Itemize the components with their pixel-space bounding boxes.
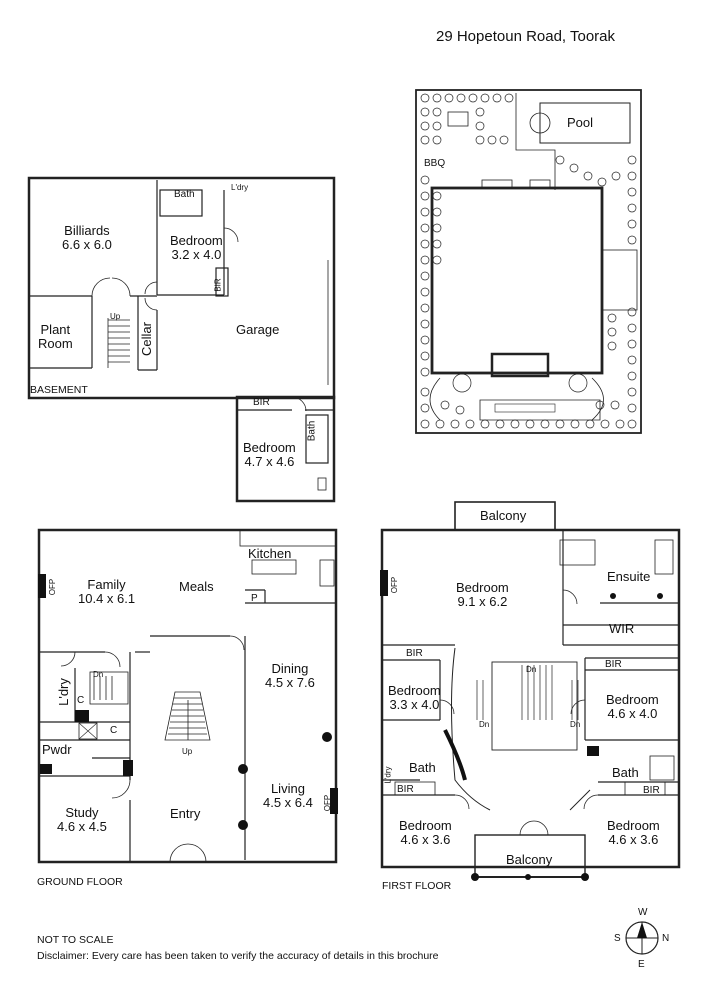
room-name: Bedroom [170,233,223,248]
ground-floor-caption: GROUND FLOOR [37,876,123,888]
room-dimensions: 6.6 x 6.0 [62,237,112,252]
room-dimensions: 4.6 x 3.6 [608,832,659,847]
room-bedroom-right: Bedroom 4.6 x 4.0 [606,693,659,721]
room-bir: BIR [213,278,223,292]
site-trees [420,93,637,429]
compass-east: E [638,959,645,970]
room-pantry: P [251,593,258,604]
cupboard-1: C [77,695,85,706]
room-dimensions: 4.6 x 4.0 [607,706,658,721]
room-family: Family 10.4 x 6.1 [78,578,135,606]
site-plan [415,89,642,434]
balcony-bottom: Balcony [506,852,553,867]
room-dimensions: 4.5 x 7.6 [265,675,315,690]
room-meals: Meals [179,579,214,594]
room-name: Study [65,805,99,820]
room-dimensions: 4.7 x 4.6 [244,454,295,469]
stairs-down-left: Dn [479,720,490,729]
first-floor-caption: FIRST FLOOR [382,880,452,892]
room-laundry: L'dry [383,766,393,784]
stairs-up-label: Up [110,312,121,321]
compass-west: W [638,907,648,918]
room-bedroom: Bedroom 3.2 x 4.0 [170,234,223,262]
basement-caption: BASEMENT [30,384,88,396]
compass-south: S [614,933,621,944]
stairs-down-top: Dn [526,665,537,674]
basement-walls [27,176,336,503]
cupboard-2: C [110,725,118,736]
room-dimensions: 10.4 x 6.1 [78,591,136,606]
room-wir: WIR [609,621,635,636]
room-master-bedroom: Bedroom 9.1 x 6.2 [456,581,509,609]
room-bir-d: BIR [643,785,660,796]
not-to-scale-note: NOT TO SCALE [37,934,114,946]
room-bedroom-bottom-right: Bedroom 4.6 x 3.6 [607,819,660,847]
room-study: Study 4.6 x 4.5 [57,806,107,834]
room-bath: Bath [174,189,195,200]
room-name: Bedroom [606,692,659,707]
site-bbq: BBQ [424,158,446,169]
room-bedroom-bottom-left: Bedroom 4.6 x 3.6 [399,819,452,847]
room-name: Dining [271,661,309,676]
room-ensuite: Ensuite [607,569,651,584]
room-entry: Entry [170,806,201,821]
room-dimensions: 4.6 x 4.5 [57,819,107,834]
room-laundry: L'dry [55,678,71,706]
room-name: Plant [40,322,71,337]
room-name: Bedroom [399,818,452,833]
disclaimer-text: Disclaimer: Every care has been taken to… [37,950,439,962]
room-bir-c: BIR [397,784,414,795]
room-dimensions: 9.1 x 6.2 [457,594,508,609]
room-dining: Dining 4.5 x 7.6 [265,662,315,690]
solid-fixtures [38,570,663,938]
room-name: Bedroom [388,683,441,698]
room-name: Bedroom [243,440,296,455]
first-floor-walls [380,501,681,878]
room-bir-2: BIR [253,397,270,408]
room-garage: Garage [236,322,280,337]
room-bir-a: BIR [406,648,423,659]
room-plant: Plant Room [38,323,73,351]
room-bath-2: Bath [306,420,318,442]
room-bedroom-2: Bedroom 4.7 x 4.6 [243,441,296,469]
room-dimensions: 4.5 x 6.4 [263,795,313,810]
room-name: Bedroom [607,818,660,833]
fireplace-label: OFP [48,578,58,596]
room-dimensions: 4.6 x 3.6 [400,832,451,847]
room-living: Living 4.5 x 6.4 [263,782,313,810]
stairs-down-right: Dn [570,720,581,729]
room-name: Billiards [64,223,110,238]
room-name: Family [87,577,126,592]
room-name: Living [270,781,305,796]
room-bir-b: BIR [605,659,622,670]
room-powder: Pwdr [42,742,72,757]
fireplace-label: OFP [390,576,400,594]
room-billiards: Billiards 6.6 x 6.0 [62,224,112,252]
room-cellar: Cellar [138,322,154,356]
ground-floor-walls [37,528,338,864]
room-dimensions: 3.2 x 4.0 [171,247,222,262]
room-name: Bedroom [456,580,509,595]
stairs-up-label: Up [182,747,193,756]
room-name-2: Room [38,336,73,351]
room-laundry: L'dry [231,183,249,192]
room-bedroom-left: Bedroom 3.3 x 4.0 [388,684,441,712]
balcony-top: Balcony [480,508,527,523]
site-pool: Pool [567,115,594,130]
compass-north: N [662,933,670,944]
stairs-down-label: Dn [93,670,104,679]
room-bath-left: Bath [409,760,436,775]
room-bath-right: Bath [612,765,639,780]
room-dimensions: 3.3 x 4.0 [389,697,440,712]
property-address: 29 Hopetoun Road, Toorak [436,28,616,45]
room-kitchen: Kitchen [248,546,292,561]
fireplace-label-2: OFP [323,794,333,812]
